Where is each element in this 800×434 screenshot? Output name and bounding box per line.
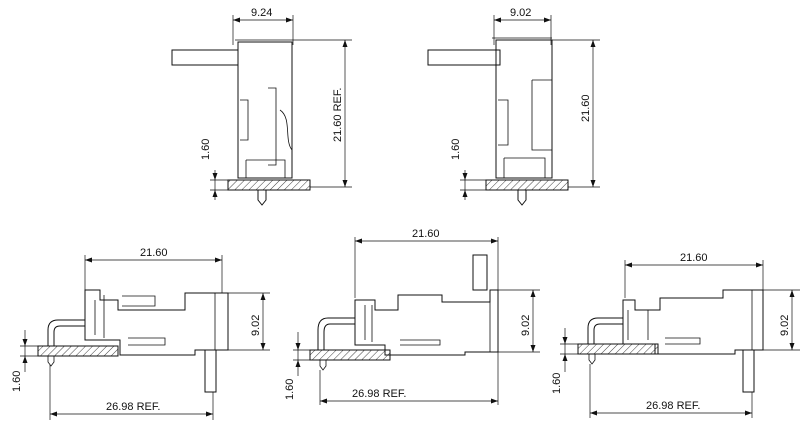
bottom-center-overall-dim: 26.98 REF. <box>352 388 406 400</box>
top-left-width-dim: 9.24 <box>251 7 272 19</box>
bottom-right-height-dim: 9.02 <box>779 315 791 336</box>
top-left-pcb-dim: 1.60 <box>200 139 212 160</box>
view-top-right: 9.02 21.60 1.60 <box>427 7 600 206</box>
bottom-right-overall-dim: 26.98 REF. <box>646 400 700 412</box>
bottom-left-height-dim: 9.02 <box>250 315 262 336</box>
view-bottom-right: 21.60 9.02 26.98 REF. 1.60 <box>551 252 800 418</box>
view-top-left: 9.24 21.60 REF. 1.60 <box>171 7 352 206</box>
bottom-left-length-dim: 21.60 <box>140 247 168 259</box>
view-bottom-center: 21.60 9.02 26.98 REF. 1.60 <box>284 228 540 405</box>
bottom-right-length-dim: 21.60 <box>680 252 708 264</box>
bottom-center-pcb-dim: 1.60 <box>284 379 296 400</box>
bottom-left-pcb-dim: 1.60 <box>11 371 23 392</box>
top-right-pcb-dim: 1.60 <box>450 139 462 160</box>
bottom-right-pcb-dim: 1.60 <box>551 373 563 394</box>
top-left-height-dim: 21.60 REF. <box>332 88 344 142</box>
bottom-left-overall-dim: 26.98 REF. <box>106 401 160 413</box>
bottom-center-height-dim: 9.02 <box>520 315 532 336</box>
top-right-height-dim: 21.60 <box>580 94 592 122</box>
bottom-center-length-dim: 21.60 <box>412 228 440 240</box>
top-right-width-dim: 9.02 <box>510 7 531 19</box>
view-bottom-left: 21.60 9.02 26.98 REF. 1.60 <box>11 247 270 420</box>
